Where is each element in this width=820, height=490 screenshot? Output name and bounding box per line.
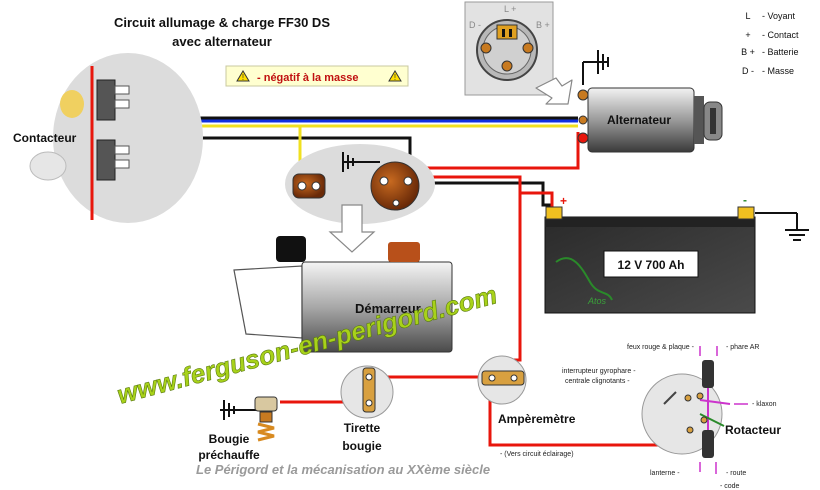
label-interrupteur: interrupteur gyrophare -: [562, 368, 636, 375]
legend-desc-l: - Voyant: [762, 11, 796, 21]
legend-key-plus: +: [745, 30, 750, 40]
plug-label-l: L +: [504, 4, 516, 14]
demarreur-label: Démarreur: [355, 301, 421, 316]
amperemetre-label: Ampèremètre: [498, 412, 576, 426]
warning-icon: !: [394, 73, 396, 82]
battery: [544, 206, 756, 314]
wire-red-battery-pos: [520, 191, 554, 212]
contacteur-label: Contacteur: [13, 131, 77, 145]
solenoid-arrow: [328, 204, 376, 253]
plug-label-b: B +: [536, 20, 550, 30]
alternateur-label: Alternateur: [607, 113, 671, 127]
tirette-label-2: bougie: [342, 439, 382, 453]
plug-label-d: D -: [469, 20, 481, 30]
bougie-prechauffe: [220, 396, 278, 442]
label-route: - route: [726, 470, 746, 477]
rotacteur-labels: feux rouge & plaque - - phare AR interru…: [500, 344, 777, 490]
ground-note: ! - négatif à la masse !: [225, 65, 409, 87]
ground-note-text: - négatif à la masse: [257, 72, 359, 84]
label-lanterne: lanterne -: [650, 470, 680, 477]
inset-arrow: [535, 77, 573, 105]
label-klaxon: - klaxon: [752, 401, 777, 408]
label-vers-circuit: - (Vers circuit éclairage): [500, 451, 574, 458]
legend-desc-plus: - Contact: [762, 30, 799, 40]
alternator: [577, 87, 723, 153]
title-line2: avec alternateur: [172, 34, 272, 49]
battery-pos-terminal: +: [560, 194, 567, 208]
legend-desc-d: - Masse: [762, 66, 794, 76]
legend: L - Voyant + - Contact B + - Batterie D …: [741, 11, 799, 76]
rotacteur-label: Rotacteur: [725, 423, 781, 437]
battery-neg-terminal: -: [743, 193, 747, 207]
solenoid: [285, 144, 435, 224]
footer: Le Périgord et la mécanisation au XXème …: [196, 462, 490, 477]
amperemetre: [477, 355, 527, 405]
demarreur: [233, 236, 453, 353]
rotacteur: [641, 360, 731, 458]
tirette-bougie: [340, 365, 394, 419]
label-phare-ar: - phare AR: [726, 344, 759, 351]
tirette-label-1: Tirette: [344, 421, 381, 435]
warning-icon: !: [242, 73, 244, 82]
ground-symbol-battery: [755, 212, 809, 241]
rotacteur-arrows: [699, 346, 748, 474]
title-line1: Circuit allumage & charge FF30 DS: [114, 15, 330, 30]
label-code: - code: [720, 483, 740, 490]
battery-brand-art: [555, 257, 613, 301]
legend-key-b: B +: [741, 47, 755, 57]
alternator-plug-inset: D - L + B +: [464, 1, 554, 96]
legend-desc-b: - Batterie: [762, 47, 799, 57]
label-centrale: centrale clignotants -: [565, 378, 630, 385]
ground-symbol-alternator: [582, 50, 609, 85]
batterie-label: 12 V 700 Ah: [618, 258, 685, 272]
warning-icon: [236, 70, 250, 82]
bougie-label-1: Bougie: [209, 432, 250, 446]
legend-key-d: D -: [742, 66, 754, 76]
battery-brand: Atos: [587, 296, 607, 306]
label-feux-rouge: feux rouge & plaque -: [627, 344, 695, 351]
legend-key-l: L: [745, 11, 750, 21]
bougie-label-2: préchauffe: [198, 448, 260, 462]
wire-red-alternator: [410, 132, 580, 170]
warning-icon: [388, 70, 402, 82]
contacteur-switch: [29, 53, 203, 223]
